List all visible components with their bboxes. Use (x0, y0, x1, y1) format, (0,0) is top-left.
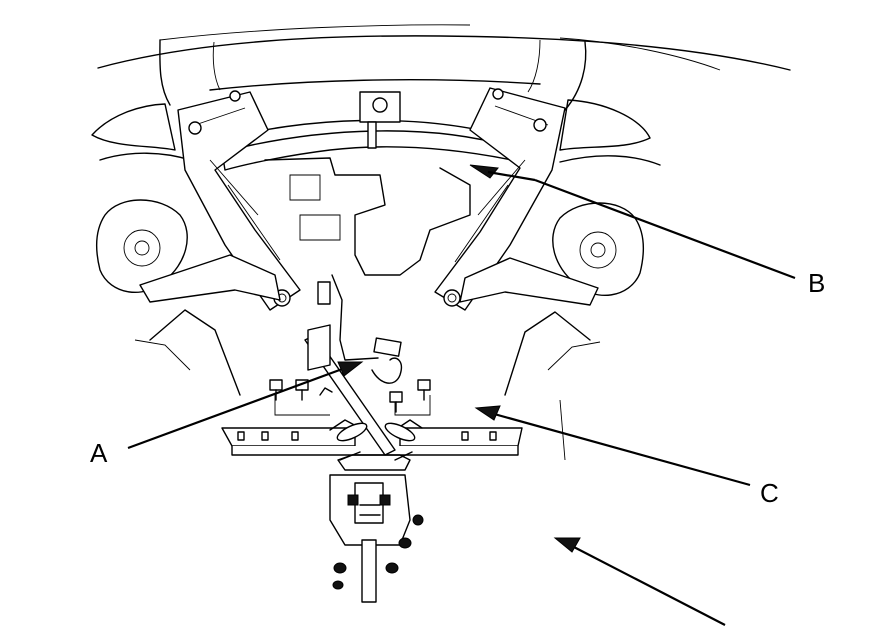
subframe-b (177, 87, 566, 311)
callout-b: B (808, 268, 826, 298)
leader-a (127, 366, 346, 450)
arrow-a (337, 361, 364, 377)
jack-adapter-c (221, 324, 523, 461)
arrow-b (469, 164, 499, 179)
vehicle-body-outline (97, 24, 791, 111)
callout-a: A (90, 438, 108, 468)
cable-a (317, 274, 402, 384)
leader-b (534, 178, 796, 280)
bolt-leaders (269, 379, 431, 416)
callout-c: C (760, 478, 779, 508)
leader-lines (127, 164, 796, 626)
leader-c (486, 410, 751, 487)
transmission-jack (329, 454, 424, 603)
left-wheel-well (91, 103, 191, 161)
right-knuckle (459, 202, 644, 306)
right-wheel-well (559, 99, 661, 166)
direction-arrow (553, 537, 581, 553)
side-panels (134, 309, 601, 461)
arrow-c (474, 405, 501, 421)
direction-leader (569, 544, 726, 626)
engine-block (264, 157, 471, 276)
left-knuckle (96, 199, 281, 303)
